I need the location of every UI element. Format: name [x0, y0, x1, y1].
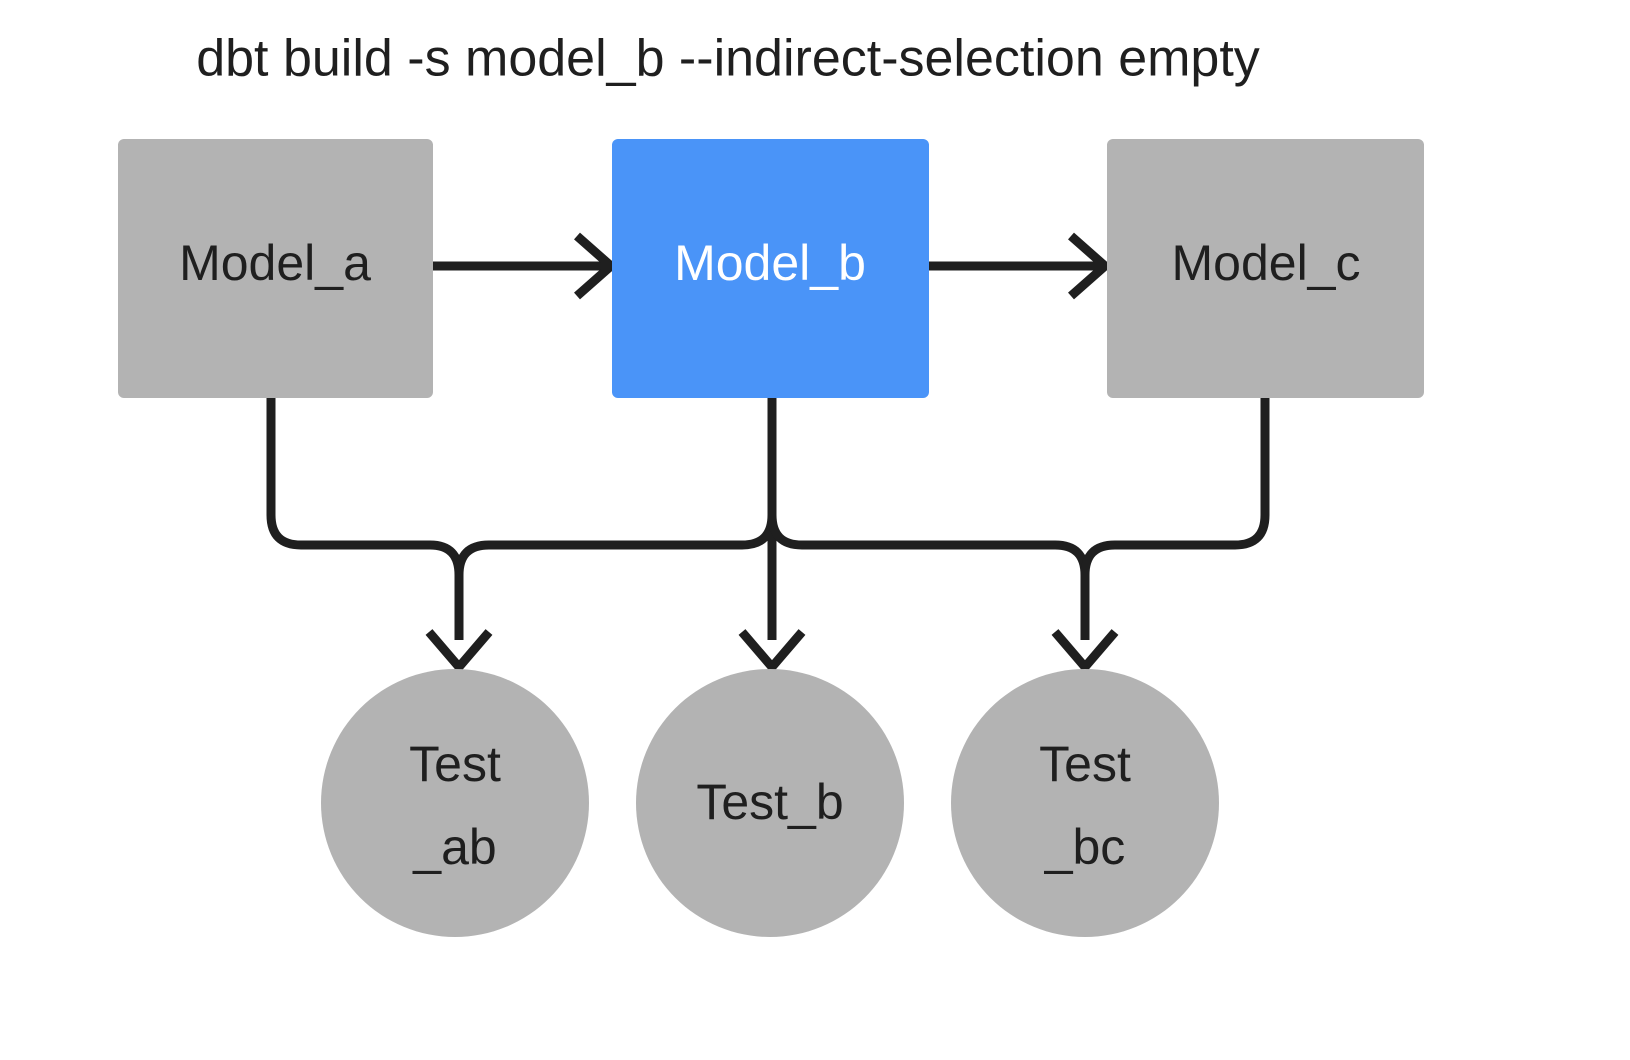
- node-test-ab-shape[interactable]: [321, 669, 589, 937]
- node-test-bc-label-line2: _bc: [1044, 819, 1126, 875]
- node-test-ab-label-line2: _ab: [412, 819, 496, 875]
- edge-model-a-to-model-b: [432, 232, 618, 300]
- edge-model-a-to-test-ab: [266, 397, 464, 640]
- arrowhead-into-test-ab: [425, 629, 493, 674]
- node-model-b[interactable]: Model_b: [612, 139, 929, 398]
- node-test-bc-shape[interactable]: [951, 669, 1219, 937]
- node-model-a[interactable]: Model_a: [118, 139, 433, 398]
- node-test-b[interactable]: Test_b: [636, 669, 904, 937]
- node-model-c-label: Model_c: [1172, 235, 1361, 291]
- node-test-b-shape[interactable]: [636, 669, 904, 937]
- edge-model-b-to-model-c: [928, 232, 1112, 300]
- node-test-b-label-line1: Test_b: [696, 774, 843, 830]
- node-model-a-label: Model_a: [179, 235, 371, 291]
- arrowhead-into-test-b: [738, 629, 806, 674]
- diagram-title: dbt build -s model_b --indirect-selectio…: [196, 30, 1260, 88]
- node-model-c-shape[interactable]: [1107, 139, 1424, 398]
- node-model-a-shape[interactable]: [118, 139, 433, 398]
- node-model-b-shape[interactable]: [612, 139, 929, 398]
- node-test-ab[interactable]: Test _ab: [321, 669, 589, 937]
- node-test-bc[interactable]: Test _bc: [951, 669, 1219, 937]
- edge-model-b-to-test-ab: [454, 397, 777, 640]
- edge-model-c-to-test-bc: [1080, 397, 1270, 640]
- node-model-b-label: Model_b: [674, 235, 866, 291]
- node-test-bc-label-line1: Test: [1039, 736, 1131, 792]
- arrowhead-into-test-bc: [1051, 629, 1119, 674]
- node-test-ab-label-line1: Test: [409, 736, 501, 792]
- edge-model-b-to-test-bc: [767, 397, 1090, 640]
- node-model-c[interactable]: Model_c: [1107, 139, 1424, 398]
